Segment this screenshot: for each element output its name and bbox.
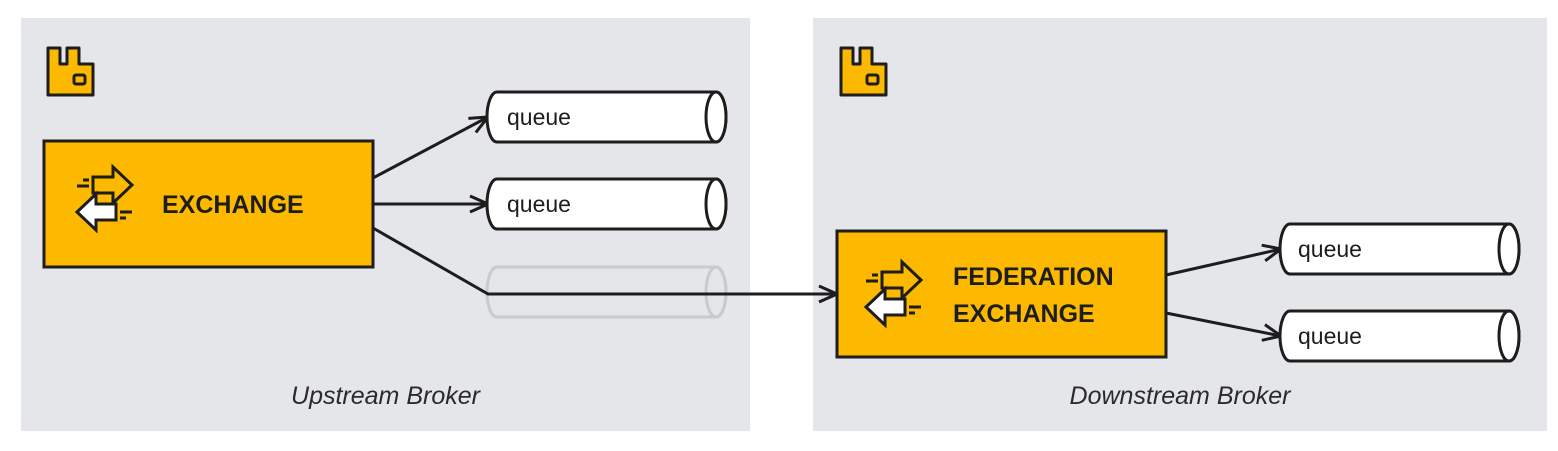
upstream-exchange-label: EXCHANGE [162,191,304,219]
downstream-rabbitmq-logo-icon [839,46,888,97]
upstream-exchange: EXCHANGE [42,139,375,269]
upstream-rabbitmq-logo-icon [46,46,95,97]
downstream-queue-1: queue [1278,222,1521,276]
upstream-queue-1: queue [485,90,728,144]
upstream-queue-2-label: queue [507,191,571,217]
upstream-queue-2: queue [485,177,728,231]
downstream-arrow-queue-2 [1165,311,1281,336]
federation-link-arrow [372,226,837,294]
downstream-arrow-queue-1 [1165,249,1281,277]
downstream-broker-label: Downstream Broker [1069,382,1291,410]
federation-exchange-label-line2: EXCHANGE [953,300,1095,328]
downstream-queue-2: queue [1278,309,1521,363]
federation-exchange: FEDERATION EXCHANGE [835,229,1168,359]
federation-exchange-label-line1: FEDERATION [953,263,1114,291]
downstream-queue-2-label: queue [1298,323,1362,349]
upstream-queue-1-label: queue [507,104,571,130]
upstream-arrow-queue-1 [372,117,488,180]
downstream-queue-1-label: queue [1298,236,1362,262]
ghost-queue [485,265,728,319]
upstream-broker-label: Upstream Broker [291,382,480,410]
